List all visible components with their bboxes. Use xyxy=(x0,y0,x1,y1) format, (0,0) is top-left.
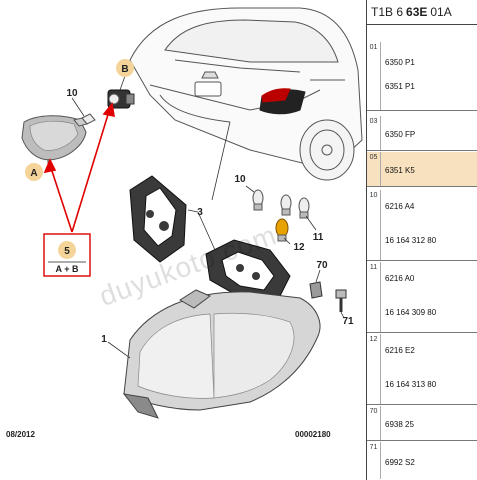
callout-a-circle xyxy=(25,163,43,181)
row-number: 10 xyxy=(367,190,381,260)
row-ref: 6350 FP xyxy=(385,130,416,139)
row-ref: 6350 P1 xyxy=(385,58,415,67)
bulb-part-10-lower xyxy=(245,185,264,211)
parts-row-10[interactable]: 10 6216 A4 16 164 312 80 xyxy=(367,190,477,261)
row-number: 71 xyxy=(367,442,381,479)
row-ref: 16 164 312 80 xyxy=(385,236,437,245)
kit-box-5 xyxy=(43,233,91,277)
parts-row-05[interactable]: 05 6351 K5 xyxy=(367,152,477,187)
callout-a: A xyxy=(30,168,37,179)
leader-3b xyxy=(197,211,216,251)
callout-71: 71 xyxy=(342,316,354,327)
bulb-part-10-upper xyxy=(71,97,96,127)
callout-b: B xyxy=(121,64,128,75)
parts-row-70[interactable]: 70 6938 25 xyxy=(367,406,477,441)
callout-10-upper: 10 xyxy=(66,88,78,99)
headlamp-part-1 xyxy=(107,289,321,419)
bulb-part-12 xyxy=(275,218,291,245)
row-ref: 6216 A4 xyxy=(385,202,415,211)
header-prefix: T1B 6 xyxy=(371,5,404,19)
row-ref: 6992 S2 xyxy=(385,458,415,467)
row-number: 12 xyxy=(367,334,381,404)
header-suffix: 01A xyxy=(430,5,452,19)
leader-3a xyxy=(187,209,199,213)
row-ref: 6216 A0 xyxy=(385,274,415,283)
red-arrows xyxy=(43,102,115,233)
row-ref: 16 164 309 80 xyxy=(385,308,437,317)
callout-b-circle xyxy=(116,59,134,77)
parts-row-12[interactable]: 12 6216 E2 16 164 313 80 xyxy=(367,334,477,405)
row-ref: 6216 E2 xyxy=(385,346,415,355)
callout-5-circle xyxy=(58,241,76,259)
callout-labels: B A 10 5 A + B 3 10 11 12 70 71 1 xyxy=(25,59,354,345)
row-number: 03 xyxy=(367,116,381,150)
callout-3: 3 xyxy=(197,207,203,218)
car-illustration xyxy=(129,7,363,181)
row-ref: 16 164 313 80 xyxy=(385,380,437,389)
gasket-part-3-upper xyxy=(129,175,187,263)
callout-1: 1 xyxy=(101,334,107,345)
row-ref: 6938 25 xyxy=(385,420,414,429)
callout-5-sub: A + B xyxy=(56,264,79,274)
clip-part-70 xyxy=(309,269,323,299)
callout-10-lower: 10 xyxy=(234,174,246,185)
row-number: 11 xyxy=(367,262,381,332)
screw-part-71 xyxy=(335,289,347,319)
bulb-holder-part-b xyxy=(107,75,135,109)
panel-header: T1B 6 63E 01A xyxy=(367,0,477,25)
row-number: 01 xyxy=(367,42,381,110)
gasket-part-3-lower xyxy=(205,239,291,301)
exploded-diagram: B A 10 5 A + B 3 10 11 12 70 71 1 xyxy=(21,7,363,419)
footer-code: 00002180 xyxy=(295,430,331,439)
side-repeater-part-a xyxy=(21,115,87,165)
row-ref: 6351 P1 xyxy=(385,82,415,91)
callout-70: 70 xyxy=(316,260,328,271)
callout-12: 12 xyxy=(293,242,305,253)
callout-5: 5 xyxy=(64,246,70,257)
row-number: 70 xyxy=(367,406,381,440)
parts-row-01[interactable]: 01 6350 P1 6351 P1 xyxy=(367,42,477,111)
bulb-part-11 xyxy=(280,194,317,231)
parts-list-panel: T1B 6 63E 01A 01 6350 P1 6351 P1 03 6350… xyxy=(366,0,477,480)
parts-row-03[interactable]: 03 6350 FP xyxy=(367,116,477,151)
row-ref: 6351 K5 xyxy=(385,166,415,175)
footer-date: 08/2012 xyxy=(6,430,35,439)
header-bold: 63E xyxy=(406,5,428,19)
leader-car xyxy=(211,121,231,201)
row-number: 05 xyxy=(367,152,381,186)
parts-row-71[interactable]: 71 6992 S2 xyxy=(367,442,477,479)
parts-row-11[interactable]: 11 6216 A0 16 164 309 80 xyxy=(367,262,477,333)
callout-11: 11 xyxy=(313,232,324,243)
